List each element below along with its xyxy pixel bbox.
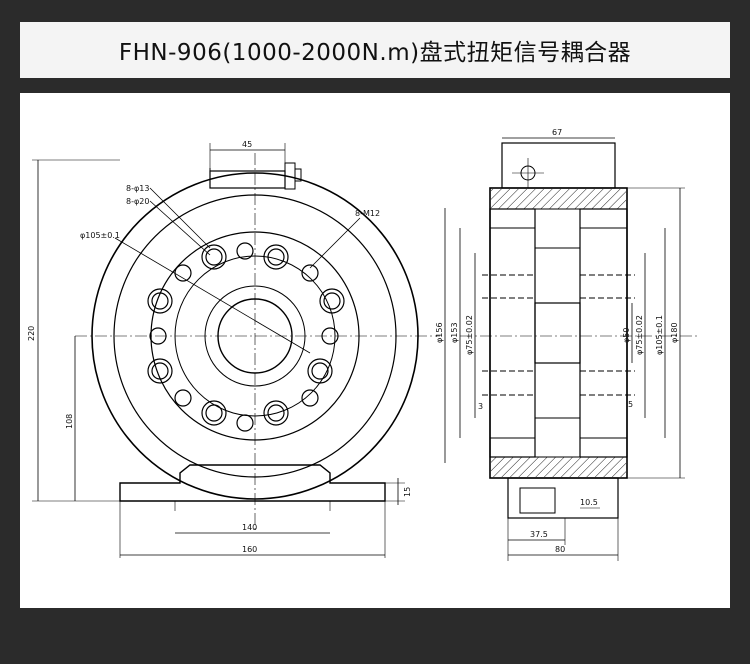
dim-height-total: 220 bbox=[27, 326, 36, 341]
dim-foot-height: 10.5 bbox=[580, 498, 598, 507]
technical-drawing: 45 8-φ13 8-φ20 8-M12 φ105±0.1 220 108 15… bbox=[27, 128, 700, 561]
dim-base-outer: 160 bbox=[242, 545, 257, 554]
dim-flange-dia: φ153 bbox=[450, 322, 459, 343]
dim-foot-width: 80 bbox=[555, 545, 565, 554]
title-bar: FHN-906(1000-2000N.m)盘式扭矩信号耦合器 bbox=[20, 22, 730, 78]
dim-spigot-right: φ75±0.02 bbox=[635, 315, 644, 355]
dim-pcd-side: φ105±0.1 bbox=[655, 315, 664, 355]
dim-bolt-small: 8-φ13 bbox=[126, 184, 149, 193]
dim-right-outer: φ180 bbox=[670, 322, 679, 343]
page-title: FHN-906(1000-2000N.m)盘式扭矩信号耦合器 bbox=[118, 40, 632, 66]
side-view bbox=[444, 137, 700, 561]
dim-bolt-large: 8-φ20 bbox=[126, 197, 149, 206]
dim-pcd-front: φ105±0.1 bbox=[80, 231, 120, 240]
dim-right-step: 5 bbox=[628, 400, 633, 409]
dim-left-step: 3 bbox=[478, 402, 483, 411]
dim-foot-offset: 37.5 bbox=[530, 530, 548, 539]
drawing-panel: 45 8-φ13 8-φ20 8-M12 φ105±0.1 220 108 15… bbox=[20, 93, 730, 608]
dim-top-side: 67 bbox=[552, 128, 562, 137]
dim-top-front: 45 bbox=[242, 140, 252, 149]
dim-spigot-left: φ75±0.02 bbox=[465, 315, 474, 355]
dim-bore: φ50 bbox=[622, 328, 631, 343]
front-view bbox=[32, 143, 440, 558]
dim-thread: 8-M12 bbox=[355, 209, 380, 218]
dim-base-thickness: 15 bbox=[403, 487, 412, 497]
dim-outer-dia: φ156 bbox=[435, 322, 444, 343]
dim-center-height: 108 bbox=[65, 414, 74, 429]
dim-base-inner: 140 bbox=[242, 523, 257, 532]
